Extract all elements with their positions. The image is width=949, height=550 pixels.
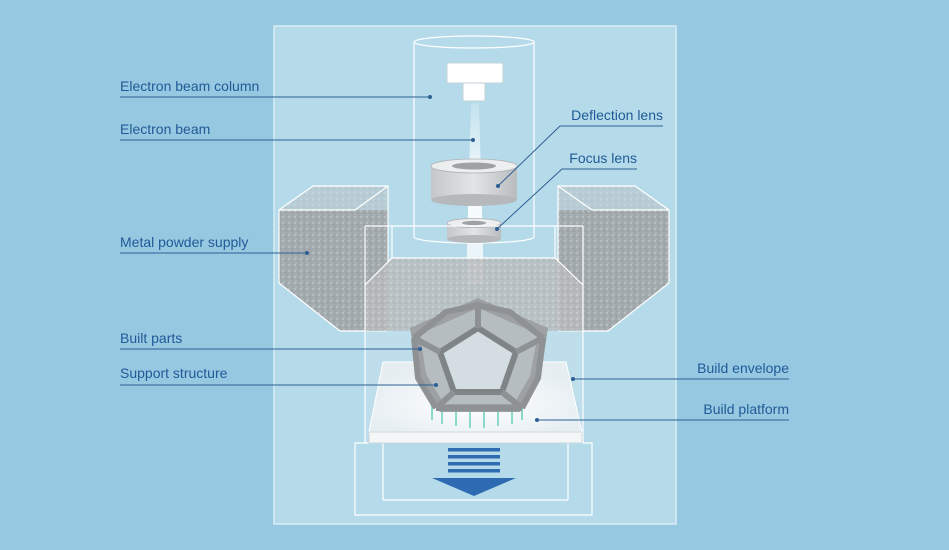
label-metal-powder-supply: Metal powder supply (120, 234, 248, 250)
label-electron-beam-column: Electron beam column (120, 78, 259, 94)
label-support-structure: Support structure (120, 365, 228, 381)
label-electron-beam: Electron beam (120, 121, 210, 137)
label-deflection-lens: Deflection lens (571, 107, 663, 123)
label-built-parts: Built parts (120, 330, 182, 346)
leader-lines (120, 95, 789, 422)
focus-lens (446, 218, 502, 243)
electron-gun (446, 62, 504, 84)
platform-down-arrow (432, 448, 516, 496)
label-focus-lens: Focus lens (569, 150, 637, 166)
central-chamber (364, 225, 584, 331)
label-build-envelope: Build envelope (697, 360, 789, 376)
left-powder-hopper (278, 185, 389, 332)
right-powder-hopper (557, 185, 670, 332)
label-build-platform: Build platform (703, 401, 789, 417)
built-part (410, 298, 548, 412)
electron-beam-column (413, 35, 535, 244)
deflection-lens (430, 158, 518, 206)
